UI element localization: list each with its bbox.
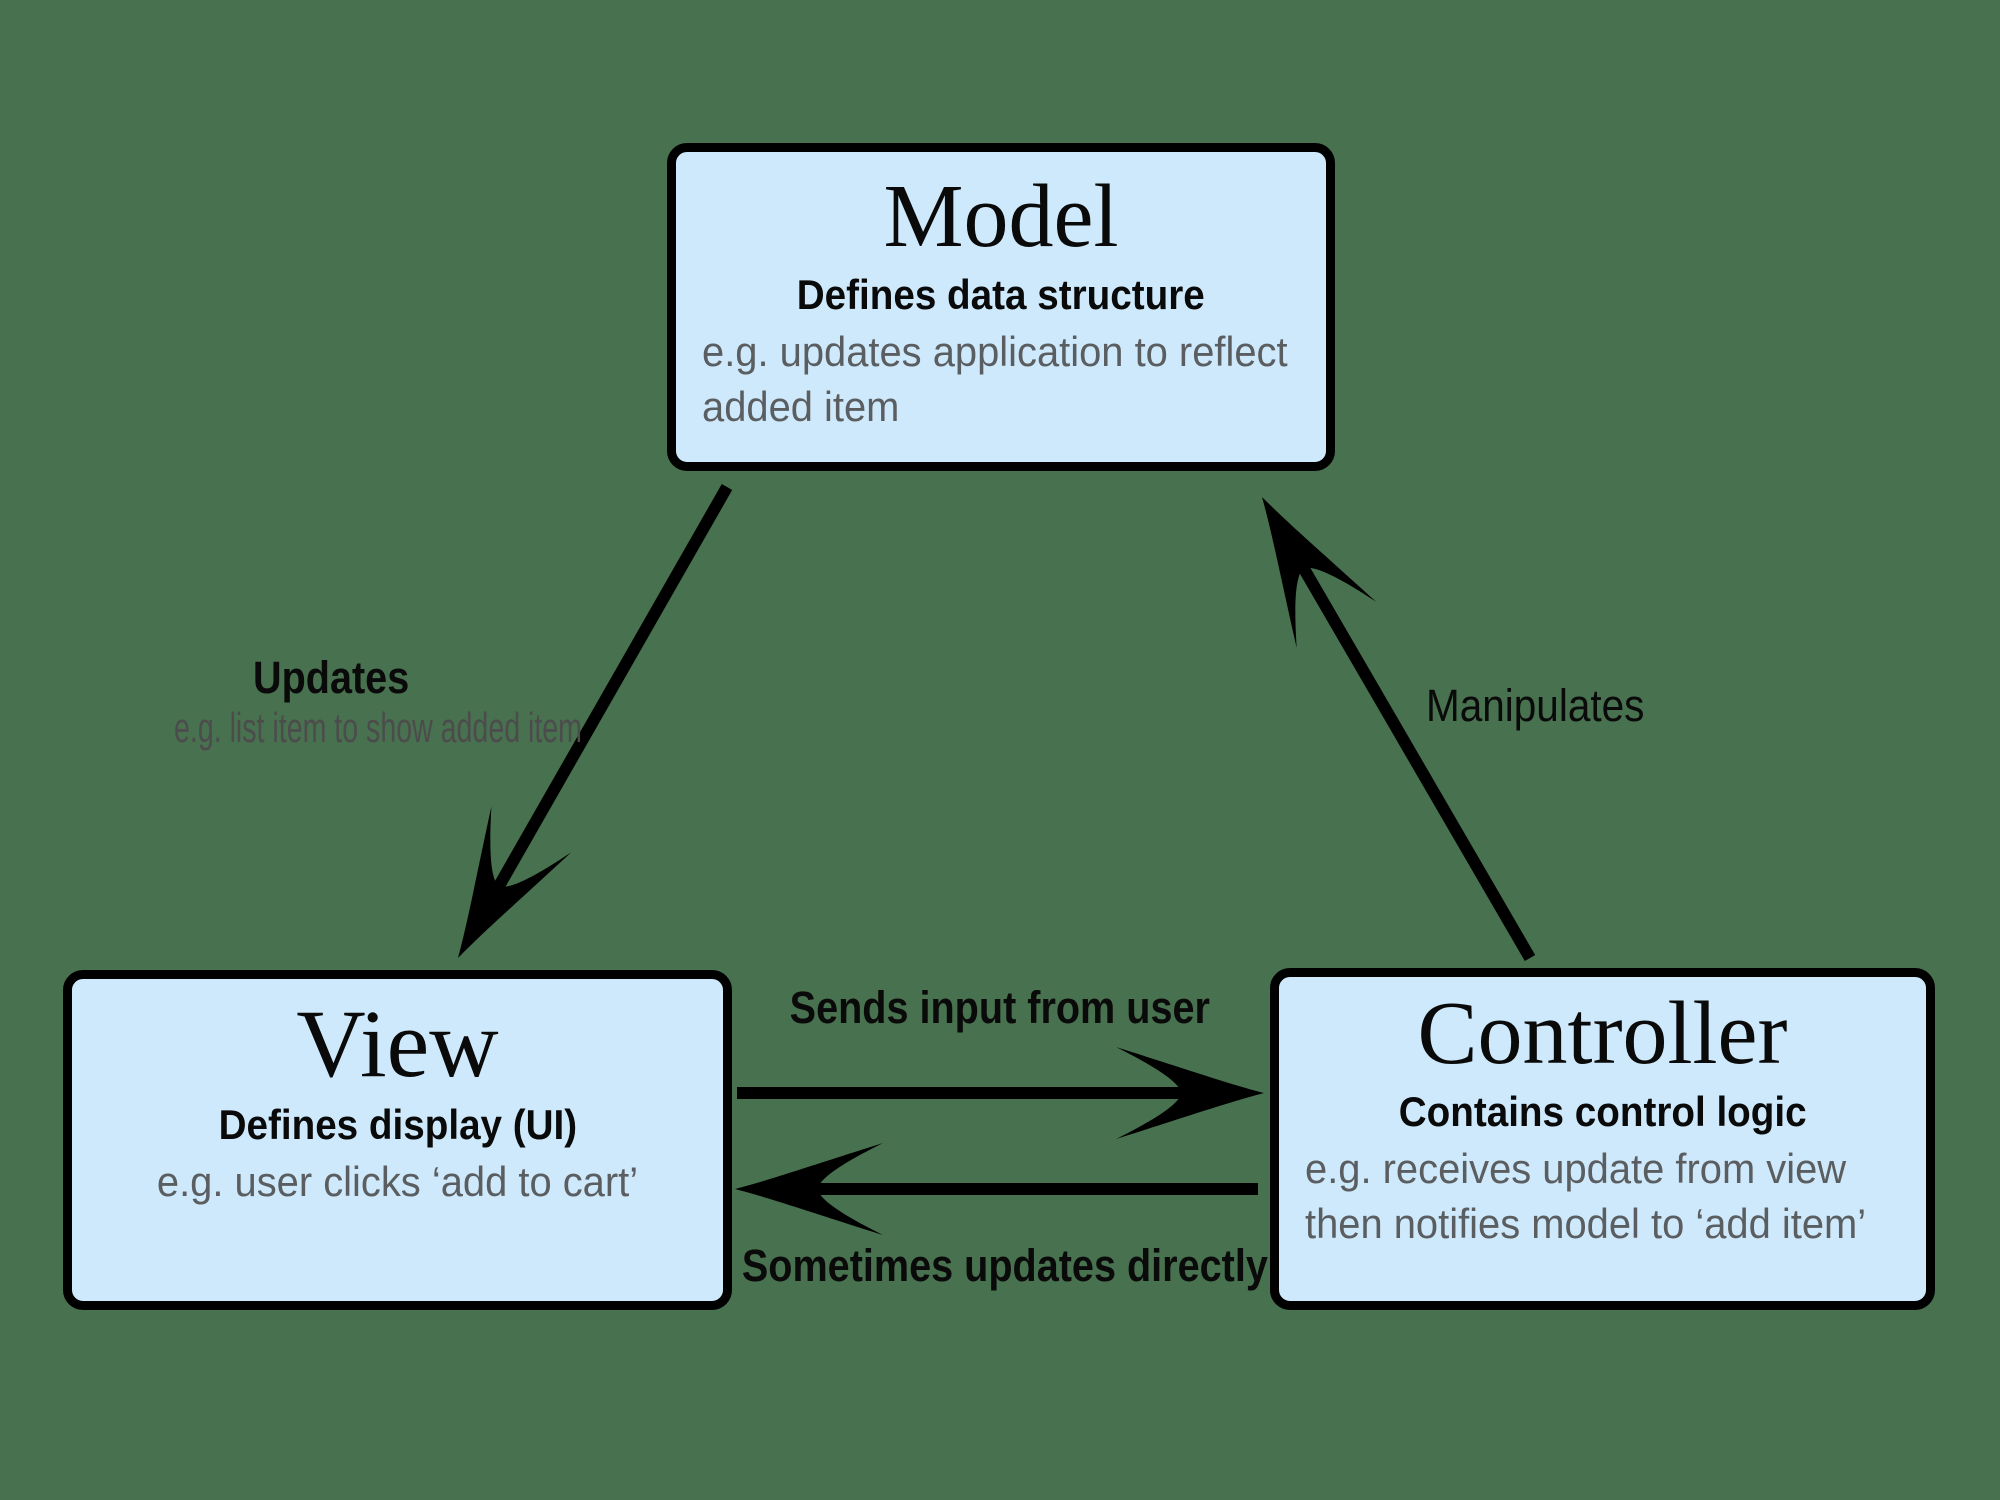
controller-example: e.g. receives update from view then noti… — [1305, 1144, 1867, 1248]
updates-label: Updates — [253, 652, 410, 703]
updates-sublabel: e.g. list item to show added item — [174, 704, 582, 751]
controller-subtitle: Contains control logic — [1398, 1088, 1807, 1136]
model-example: e.g. updates application to reflect adde… — [702, 327, 1288, 431]
manipulates-label: Manipulates — [1426, 680, 1645, 731]
view-title: View — [296, 990, 499, 1097]
arrow-controller-to-model — [1262, 497, 1536, 962]
view-example: e.g. user clicks ‘add to cart’ — [156, 1157, 639, 1205]
controller-title: Controller — [1417, 984, 1788, 1083]
view-node: View Defines display (UI) e.g. user clic… — [63, 970, 732, 1310]
arrow-controller-to-view — [735, 1143, 1258, 1235]
controller-node: Controller Contains control logic e.g. r… — [1270, 968, 1935, 1310]
sends-input-label: Sends input from user — [789, 982, 1211, 1033]
model-subtitle: Defines data structure — [797, 271, 1205, 319]
view-subtitle: Defines display (UI) — [218, 1101, 577, 1149]
arrow-model-to-view — [458, 484, 733, 958]
model-node: Model Defines data structure e.g. update… — [667, 143, 1335, 471]
sometimes-updates-label: Sometimes updates directly — [742, 1240, 1268, 1291]
arrow-view-to-controller — [737, 1047, 1264, 1139]
model-title: Model — [883, 167, 1119, 266]
